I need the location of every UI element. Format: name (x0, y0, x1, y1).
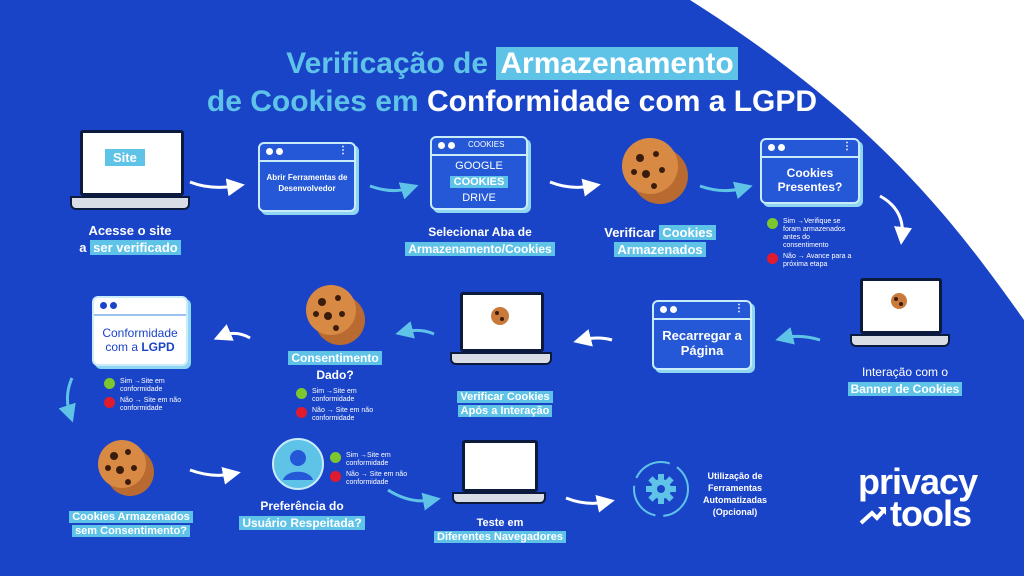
no-dot (330, 471, 341, 482)
arrow-4 (699, 181, 753, 200)
devtools-text: Abrir Ferramentas de Desenvolvedor (266, 173, 348, 193)
user-icon (272, 438, 324, 490)
arrow-10 (58, 377, 76, 423)
brand-line-1: privacy (858, 461, 978, 502)
site-screen-label: Site (105, 149, 145, 166)
no-dot (296, 407, 307, 418)
consent-cookie-icon (306, 285, 365, 345)
tabs-header: COOKIES (468, 140, 505, 149)
gear-icon (633, 461, 689, 517)
brand-arrow-icon (859, 507, 887, 525)
reload-text: Recarregar a Página (662, 328, 742, 358)
preference-legend: Sim →Site em conformidade Não → Site em … (330, 452, 410, 490)
arrow-3 (549, 178, 601, 197)
arrow-6 (775, 327, 821, 345)
arrow-7 (573, 329, 613, 347)
arrow-12 (387, 488, 441, 511)
no-consent-cookie-icon (98, 440, 154, 496)
yes-dot (296, 388, 307, 399)
brand-logo: privacy tools (858, 461, 978, 534)
no-dot (104, 397, 115, 408)
present-legend: Sim →Verifique se foram armazenados ante… (767, 218, 857, 272)
yes-dot (330, 452, 341, 463)
devtools-window: ⋮ Abrir Ferramentas de Desenvolvedor (258, 142, 356, 212)
tab-cookies: COOKIES (449, 176, 509, 188)
brand-line-2: tools (890, 493, 972, 534)
tab-drive: DRIVE (462, 192, 496, 204)
arrow-5 (879, 194, 912, 245)
arrow-2 (369, 182, 419, 200)
cookies-present-window: ⋮ Cookies Presentes? (760, 138, 860, 204)
cookie-icon (622, 138, 688, 204)
reload-window: ⋮ Recarregar a Página (652, 300, 752, 370)
title-line-2: de Cookies em Conformidade com a LGPD (206, 85, 818, 118)
verify-label: Verificar Cookies Armazenados (590, 224, 730, 258)
arrow-9 (213, 324, 251, 341)
arrow-8 (395, 321, 435, 339)
title-line-1: Verificação de Armazenamento (0, 44, 1024, 84)
arrow-11 (189, 466, 241, 485)
consent-legend: Sim →Site em conformidade Não → Site em … (296, 388, 376, 426)
lgpd-legend: Sim →Site em conformidade Não → Site em … (104, 378, 184, 416)
arrow-1 (189, 178, 245, 197)
yes-dot (767, 218, 778, 229)
site-label: Acesse o site a ser verificado (60, 222, 200, 256)
cookies-present-text: Cookies Presentes? (777, 166, 843, 194)
yes-dot (104, 378, 115, 389)
title-highlight: Armazenamento (496, 47, 738, 80)
no-dot (767, 253, 778, 264)
tools-label: Utilização de Ferramentas Automatizadas … (702, 471, 767, 517)
storage-tabs-window: COOKIES GOOGLE COOKIES DRIVE (430, 136, 528, 210)
arrow-13 (565, 494, 615, 513)
tab-google: GOOGLE (455, 160, 503, 172)
